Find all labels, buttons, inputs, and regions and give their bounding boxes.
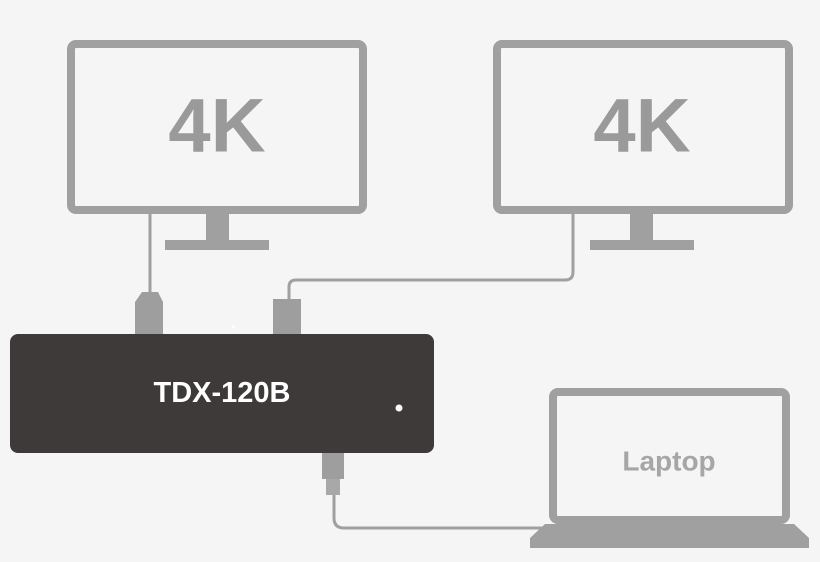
device-led: [395, 404, 403, 412]
laptop-label: Laptop: [622, 446, 715, 477]
laptop-screen: [549, 388, 790, 524]
connectors: [135, 292, 344, 495]
connector-right-plug: [273, 299, 301, 334]
device-tdx: TDX-120B: [10, 325, 434, 453]
monitor-left: 4K: [67, 40, 367, 250]
connector-left-plug: [135, 292, 163, 334]
monitor-right: 4K: [493, 40, 793, 250]
cable-laptop: [332, 495, 552, 530]
laptop-base: [530, 524, 809, 548]
cable-right-monitor: [287, 214, 575, 299]
device-top-dot: [231, 325, 235, 329]
monitor-left-screen: [67, 40, 367, 214]
connector-bottom-plug: [322, 453, 344, 479]
connector-bottom-tip: [326, 479, 340, 495]
cables: [148, 210, 575, 530]
monitor-left-label: 4K: [168, 84, 265, 169]
device-body: [10, 334, 434, 453]
laptop: Laptop: [530, 388, 809, 548]
monitor-right-stand: [590, 240, 694, 250]
monitor-left-neck: [206, 214, 229, 242]
device-label: TDX-120B: [154, 377, 291, 409]
monitor-left-stand: [165, 240, 269, 250]
monitor-right-neck: [630, 214, 653, 242]
monitor-right-screen: [493, 40, 793, 214]
monitor-right-label: 4K: [593, 84, 690, 169]
